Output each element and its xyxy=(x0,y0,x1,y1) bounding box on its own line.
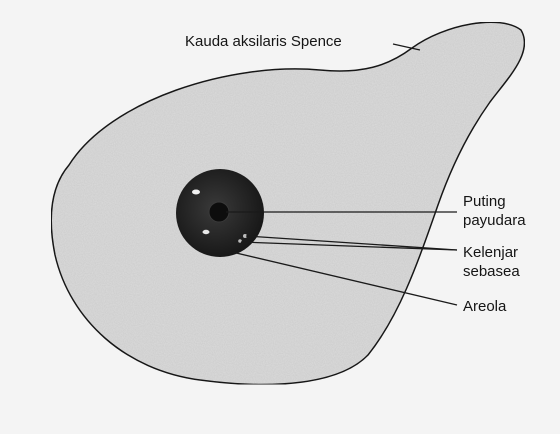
label-areola: Areola xyxy=(463,297,506,316)
label-sebaceous-gland: Kelenjar sebasea xyxy=(463,243,520,281)
label-nipple: Puting payudara xyxy=(463,192,526,230)
label-axillary-tail: Kauda aksilaris Spence xyxy=(185,32,342,51)
sebaceous-gland-dot xyxy=(192,190,200,195)
sebaceous-gland-dot xyxy=(203,230,210,234)
breast-outline xyxy=(51,22,524,384)
